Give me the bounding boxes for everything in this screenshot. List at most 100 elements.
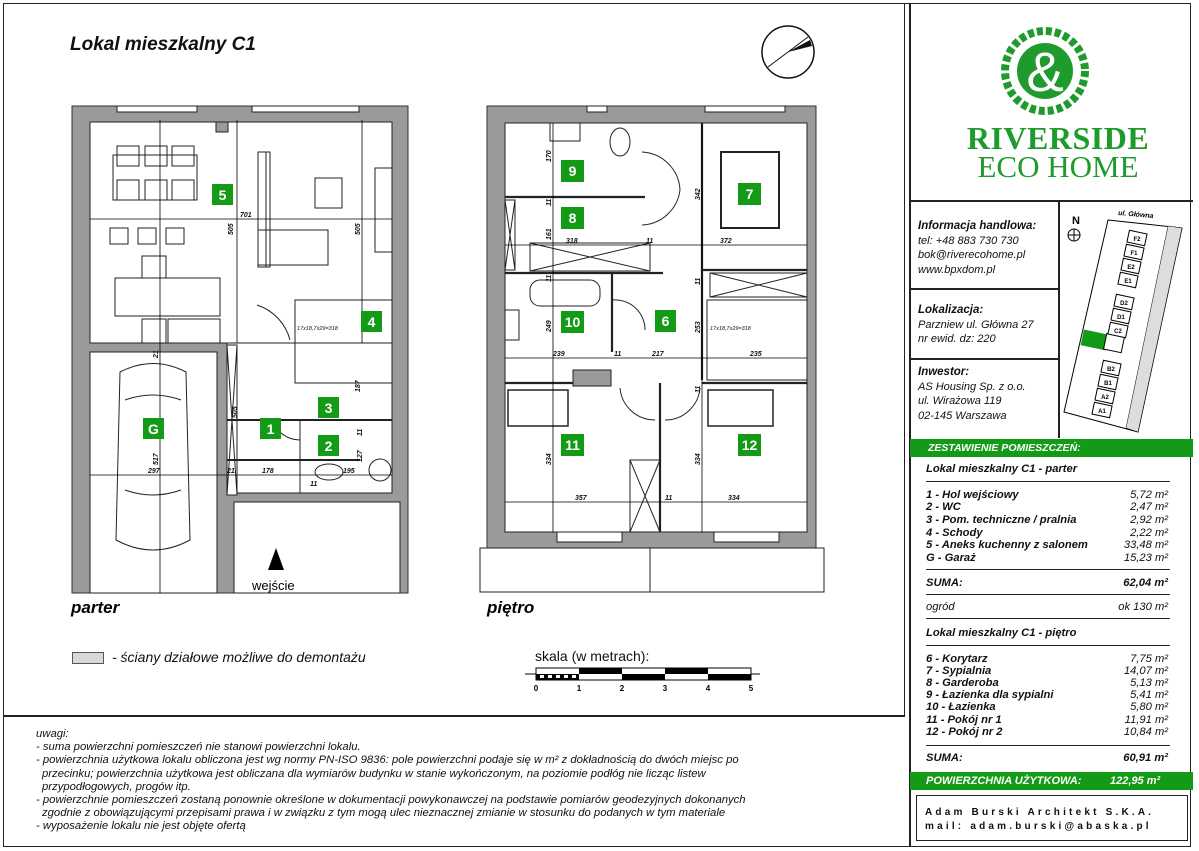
room-label: 1 — [260, 418, 281, 439]
scale-title: skala (w metrach): — [535, 648, 650, 664]
dim-label: 217 — [651, 351, 665, 358]
note-line: zgodnie z obowiązującymi przepisami praw… — [42, 807, 726, 820]
dim-label: 505 — [228, 223, 235, 235]
parter-room-labels: 5 G 1 2 3 4 — [143, 184, 382, 456]
dim-label: 170 — [546, 150, 553, 162]
dim-label: 239 — [552, 351, 565, 358]
room-label: 8 — [561, 207, 584, 229]
divider — [926, 618, 1170, 619]
dim-label: 297 — [147, 468, 161, 475]
dim-label: 11 — [646, 238, 653, 245]
divider — [1058, 202, 1060, 438]
logo-emblem: & — [1001, 27, 1089, 115]
svg-text:F2: F2 — [1133, 237, 1141, 243]
svg-text:E2: E2 — [1127, 265, 1135, 271]
divider — [910, 288, 1059, 290]
svg-text:10: 10 — [565, 314, 581, 330]
svg-text:B1: B1 — [1104, 381, 1112, 387]
dim-label: 517 — [153, 452, 160, 465]
dim-label: 11 — [357, 429, 364, 436]
dim-label: 253 — [695, 321, 702, 334]
note-line: - wyposażenie lokalu nie jest objęte ofe… — [36, 820, 246, 833]
svg-text:G: G — [148, 421, 159, 437]
dim-label: 505 — [355, 223, 362, 235]
room-label: 2 — [318, 435, 339, 456]
svg-text:9: 9 — [569, 163, 577, 179]
scale-tick: 5 — [749, 684, 754, 693]
dim-label: 11 — [695, 386, 702, 393]
north-label: N — [1072, 215, 1080, 227]
room-label: 9 — [561, 160, 584, 182]
dim-label: 11 — [310, 481, 317, 488]
svg-text:&: & — [1026, 40, 1063, 103]
dim-label: 187 — [355, 379, 362, 392]
dim-label: 195 — [343, 468, 355, 475]
room-label: 3 — [318, 397, 339, 418]
legend-text: - ściany działowe możliwe do demontażu — [112, 649, 366, 665]
site-unit: F1 — [1123, 243, 1145, 261]
dim-label: 11 — [695, 278, 702, 285]
dim-label: 334 — [728, 495, 740, 502]
scale-bar: 0 1 2 3 4 5 — [525, 667, 760, 693]
svg-text:A2: A2 — [1101, 395, 1109, 401]
svg-text:5: 5 — [219, 187, 227, 203]
plan-pietro — [479, 105, 825, 593]
site-unit: A2 — [1094, 387, 1116, 405]
total-value: 122,95 m² — [1110, 775, 1161, 787]
page-title: Lokal mieszkalny C1 — [70, 34, 256, 55]
website: www.bpxdom.pl — [918, 263, 996, 276]
sheet-frame — [3, 3, 1191, 847]
compass-icon — [761, 25, 815, 79]
room-label: 6 — [655, 310, 676, 332]
svg-text:3: 3 — [325, 400, 333, 416]
logo-text: ECO HOME — [977, 149, 1139, 184]
site-unit: E2 — [1120, 257, 1142, 275]
dim-label: 11 — [665, 495, 672, 502]
svg-text:D2: D2 — [1120, 301, 1128, 307]
divider — [910, 358, 1059, 360]
svg-text:1: 1 — [267, 421, 275, 437]
street-label: ul. Główna — [1118, 210, 1154, 220]
dim-label: 357 — [575, 495, 588, 502]
divider — [926, 481, 1170, 482]
dim-label: 372 — [720, 238, 732, 245]
room-label: 4 — [361, 311, 382, 332]
site-unit: D2 — [1113, 293, 1135, 311]
floor-plans: 5 G 1 2 3 4 9 8 7 10 6 11 12 701 505 505… — [70, 105, 825, 693]
site-unit: F2 — [1126, 229, 1148, 247]
upper-floor-title: Lokal mieszkalny C1 - piętro — [926, 627, 1077, 639]
dim-label: 17x18,7x29=318 — [297, 326, 339, 332]
room-label: 11 — [561, 434, 584, 456]
svg-text:12: 12 — [742, 437, 758, 453]
dim-label: 161 — [546, 228, 553, 240]
dim-label: 21 — [226, 468, 235, 475]
dim-label: 235 — [749, 351, 762, 358]
svg-text:8: 8 — [569, 210, 577, 226]
dim-label: 334 — [546, 453, 553, 465]
svg-text:7: 7 — [746, 186, 754, 202]
total-row: POWIERZCHNIA UŻYTKOWA: 122,95 m² — [910, 772, 1193, 790]
location-info: Lokalizacja: Parzniew ul. Główna 27 nr e… — [918, 303, 1034, 347]
phone: tel: +48 883 730 730 — [918, 234, 1019, 247]
email: bok@riverecohome.pl — [918, 249, 1026, 261]
note-line: przecinku; powierzchnia użytkowa jest ob… — [42, 767, 706, 780]
architect-box: Adam Burski Architekt S.K.A. mail: adam.… — [916, 795, 1188, 841]
divider — [910, 200, 1193, 202]
room-label: 5 — [212, 184, 233, 205]
svg-text:F1: F1 — [1130, 251, 1138, 257]
notes-heading: uwagi: — [36, 728, 69, 740]
note-line: - powierzchnie pomieszczeń zostaną ponow… — [36, 794, 746, 807]
dim-label: 249 — [546, 320, 553, 333]
dim-label: 701 — [240, 212, 252, 219]
address: Parzniew ul. Główna 27 — [918, 318, 1034, 331]
sales-heading: Informacja handlowa: — [918, 220, 1037, 232]
scale-tick: 4 — [706, 684, 711, 693]
divider — [926, 745, 1170, 746]
